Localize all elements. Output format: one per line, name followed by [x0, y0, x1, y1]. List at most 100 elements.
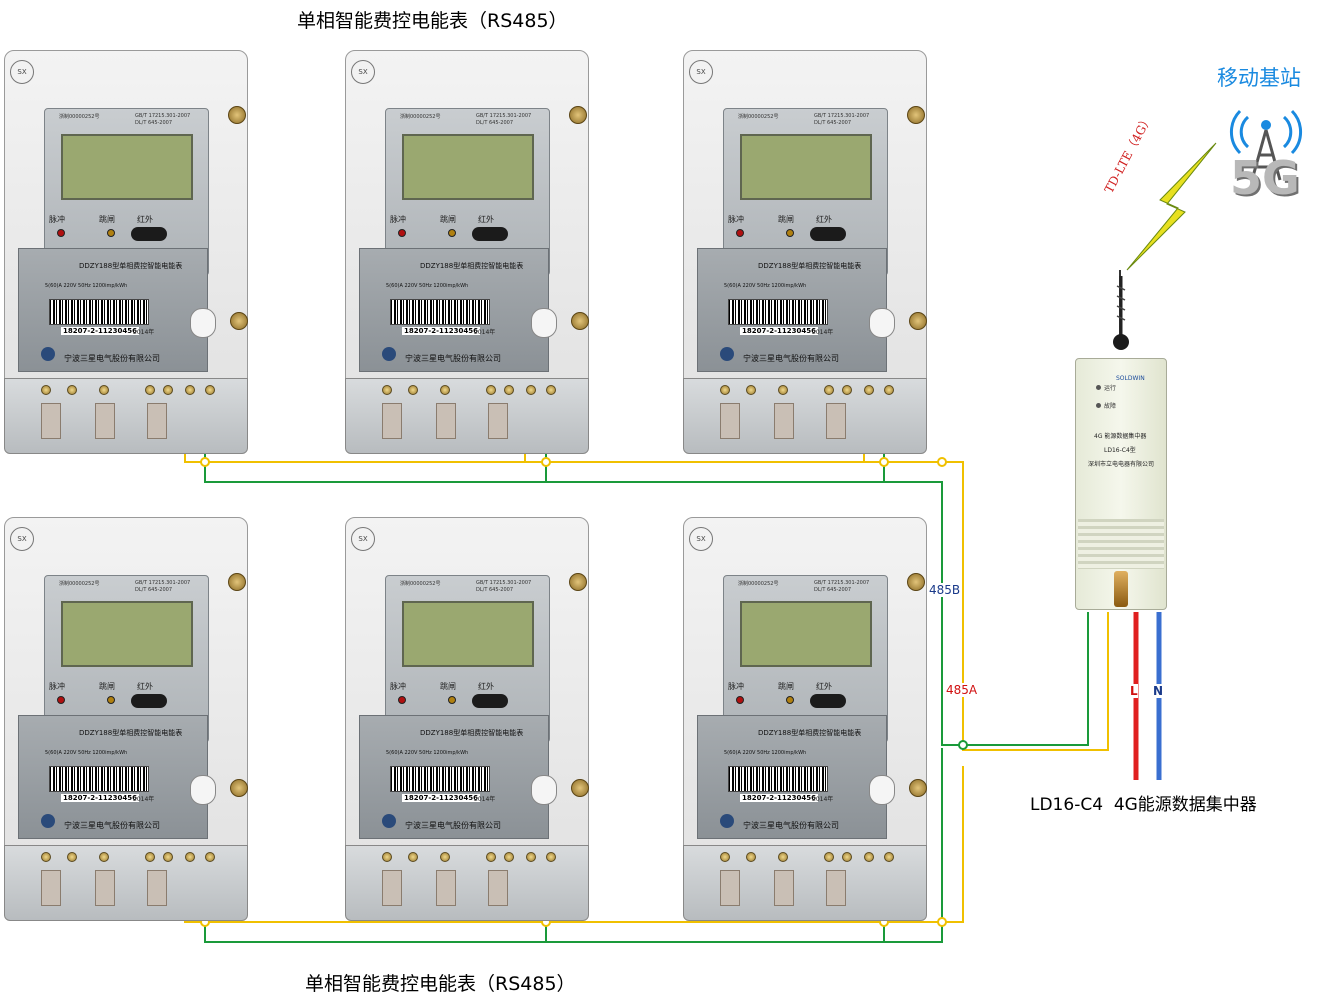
seal-screw-icon [228, 573, 246, 591]
meter-nameplate: DDZY188型单相费控智能电能表 5(60)A 220V 50Hz 1200i… [697, 715, 887, 839]
meter-button[interactable] [869, 775, 895, 805]
meter-button[interactable] [190, 308, 216, 338]
sx-logo: SX [689, 60, 713, 84]
ir-port-icon [810, 694, 846, 708]
terminal-screw-icon [824, 852, 834, 862]
terminal-slot [774, 403, 794, 439]
signal-bolt [1126, 142, 1217, 271]
meter-button[interactable] [531, 775, 557, 805]
meter-spec: 5(60)A 220V 50Hz 1200imp/kWh [45, 283, 128, 289]
meter-approval: 浙制00000252号 [59, 114, 100, 120]
terminal-slot [826, 870, 846, 906]
seal-screw-icon [907, 573, 925, 591]
lcd-screen [740, 134, 872, 200]
terminal-screw-icon [486, 385, 496, 395]
terminal-screw-icon [884, 852, 894, 862]
concentrator-terminal [1114, 571, 1128, 607]
meter-std1: GB/T 17215.301-2007 [814, 580, 870, 586]
meter-std2: DL/T 645-2007 [476, 587, 514, 593]
seal-screw-icon [230, 779, 248, 797]
barcode-icon [49, 766, 149, 792]
terminal-screw-icon [145, 852, 155, 862]
terminal-screw-icon [99, 852, 109, 862]
meter-serial: 18207-2-11230456 [740, 794, 818, 802]
pulse-led-icon [736, 696, 744, 704]
trip-led-icon [786, 696, 794, 704]
terminal-block [683, 378, 927, 454]
meter-nameplate: DDZY188型单相费控智能电能表 5(60)A 220V 50Hz 1200i… [18, 715, 208, 839]
terminal-slot [774, 870, 794, 906]
seal-screw-icon [571, 779, 589, 797]
smart-meter-2: SX 浙制00000252号 GB/T 17215.301-2007 DL/T … [345, 50, 589, 454]
terminal-screw-icon [382, 852, 392, 862]
concentrator-line3: 深圳市立电电器有限公司 [1088, 461, 1155, 468]
manufacturer-logo-icon [382, 814, 396, 828]
seal-screw-icon [909, 779, 927, 797]
meter-std1: GB/T 17215.301-2007 [814, 113, 870, 119]
pulse-led-icon [736, 229, 744, 237]
sx-logo: SX [10, 60, 34, 84]
meter-approval: 浙制00000252号 [59, 581, 100, 587]
meter-manufacturer: 宁波三星电气股份有限公司 [743, 354, 839, 363]
terminal-slot [826, 403, 846, 439]
meter-serial: 18207-2-11230456 [402, 794, 480, 802]
meter-year: 2014年 [812, 329, 834, 336]
lcd-screen [402, 134, 534, 200]
terminal-block [4, 378, 248, 454]
trip-led-icon [448, 229, 456, 237]
meter-model: DDZY188型单相费控智能电能表 [758, 262, 862, 270]
meter-nameplate: DDZY188型单相费控智能电能表 5(60)A 220V 50Hz 1200i… [359, 248, 549, 372]
terminal-screw-icon [778, 852, 788, 862]
terminal-screw-icon [546, 852, 556, 862]
terminal-screw-icon [842, 385, 852, 395]
meter-std1: GB/T 17215.301-2007 [135, 580, 191, 586]
meter-manufacturer: 宁波三星电气股份有限公司 [743, 821, 839, 830]
terminal-screw-icon [382, 385, 392, 395]
meter-serial: 18207-2-11230456 [740, 327, 818, 335]
seal-screw-icon [907, 106, 925, 124]
label-485a: 485A [946, 683, 978, 697]
seal-screw-icon [569, 573, 587, 591]
meter-button[interactable] [531, 308, 557, 338]
label-l: L [1130, 684, 1138, 698]
barcode-icon [390, 766, 490, 792]
seal-screw-icon [228, 106, 246, 124]
terminal-screw-icon [163, 852, 173, 862]
meter-serial: 18207-2-11230456 [61, 327, 139, 335]
meter-year: 2014年 [474, 796, 496, 803]
trip-led-icon [786, 229, 794, 237]
terminal-screw-icon [41, 385, 51, 395]
5g-icon: 5G [1230, 151, 1300, 205]
seal-screw-icon [569, 106, 587, 124]
meter-approval: 浙制00000252号 [738, 114, 779, 120]
ir-port-icon [472, 694, 508, 708]
ir-port-icon [810, 227, 846, 241]
meter-std2: DL/T 645-2007 [135, 120, 173, 126]
meter-manufacturer: 宁波三星电气股份有限公司 [405, 354, 501, 363]
pulse-led-icon [398, 229, 406, 237]
terminal-screw-icon [842, 852, 852, 862]
meter-spec: 5(60)A 220V 50Hz 1200imp/kWh [386, 750, 469, 756]
meter-button[interactable] [190, 775, 216, 805]
terminal-slot [720, 870, 740, 906]
terminal-slot [95, 870, 115, 906]
meter-manufacturer: 宁波三星电气股份有限公司 [64, 354, 160, 363]
terminal-slot [436, 870, 456, 906]
terminal-screw-icon [526, 852, 536, 862]
lcd-screen [740, 601, 872, 667]
meter-std2: DL/T 645-2007 [814, 587, 852, 593]
meter-year: 2014年 [133, 796, 155, 803]
meter-std1: GB/T 17215.301-2007 [476, 113, 532, 119]
lcd-screen [402, 601, 534, 667]
terminal-slot [488, 403, 508, 439]
smart-meter-6: SX 浙制00000252号 GB/T 17215.301-2007 DL/T … [683, 517, 927, 921]
seal-screw-icon [909, 312, 927, 330]
meter-button[interactable] [869, 308, 895, 338]
manufacturer-logo-icon [720, 347, 734, 361]
indicator-trip-label: 跳闸 [99, 215, 115, 224]
smart-meter-3: SX 浙制00000252号 GB/T 17215.301-2007 DL/T … [683, 50, 927, 454]
led-fault-label: 故障 [1104, 403, 1117, 410]
indicator-trip-label: 跳闸 [778, 682, 794, 691]
meter-approval: 浙制00000252号 [400, 581, 441, 587]
terminal-screw-icon [526, 385, 536, 395]
